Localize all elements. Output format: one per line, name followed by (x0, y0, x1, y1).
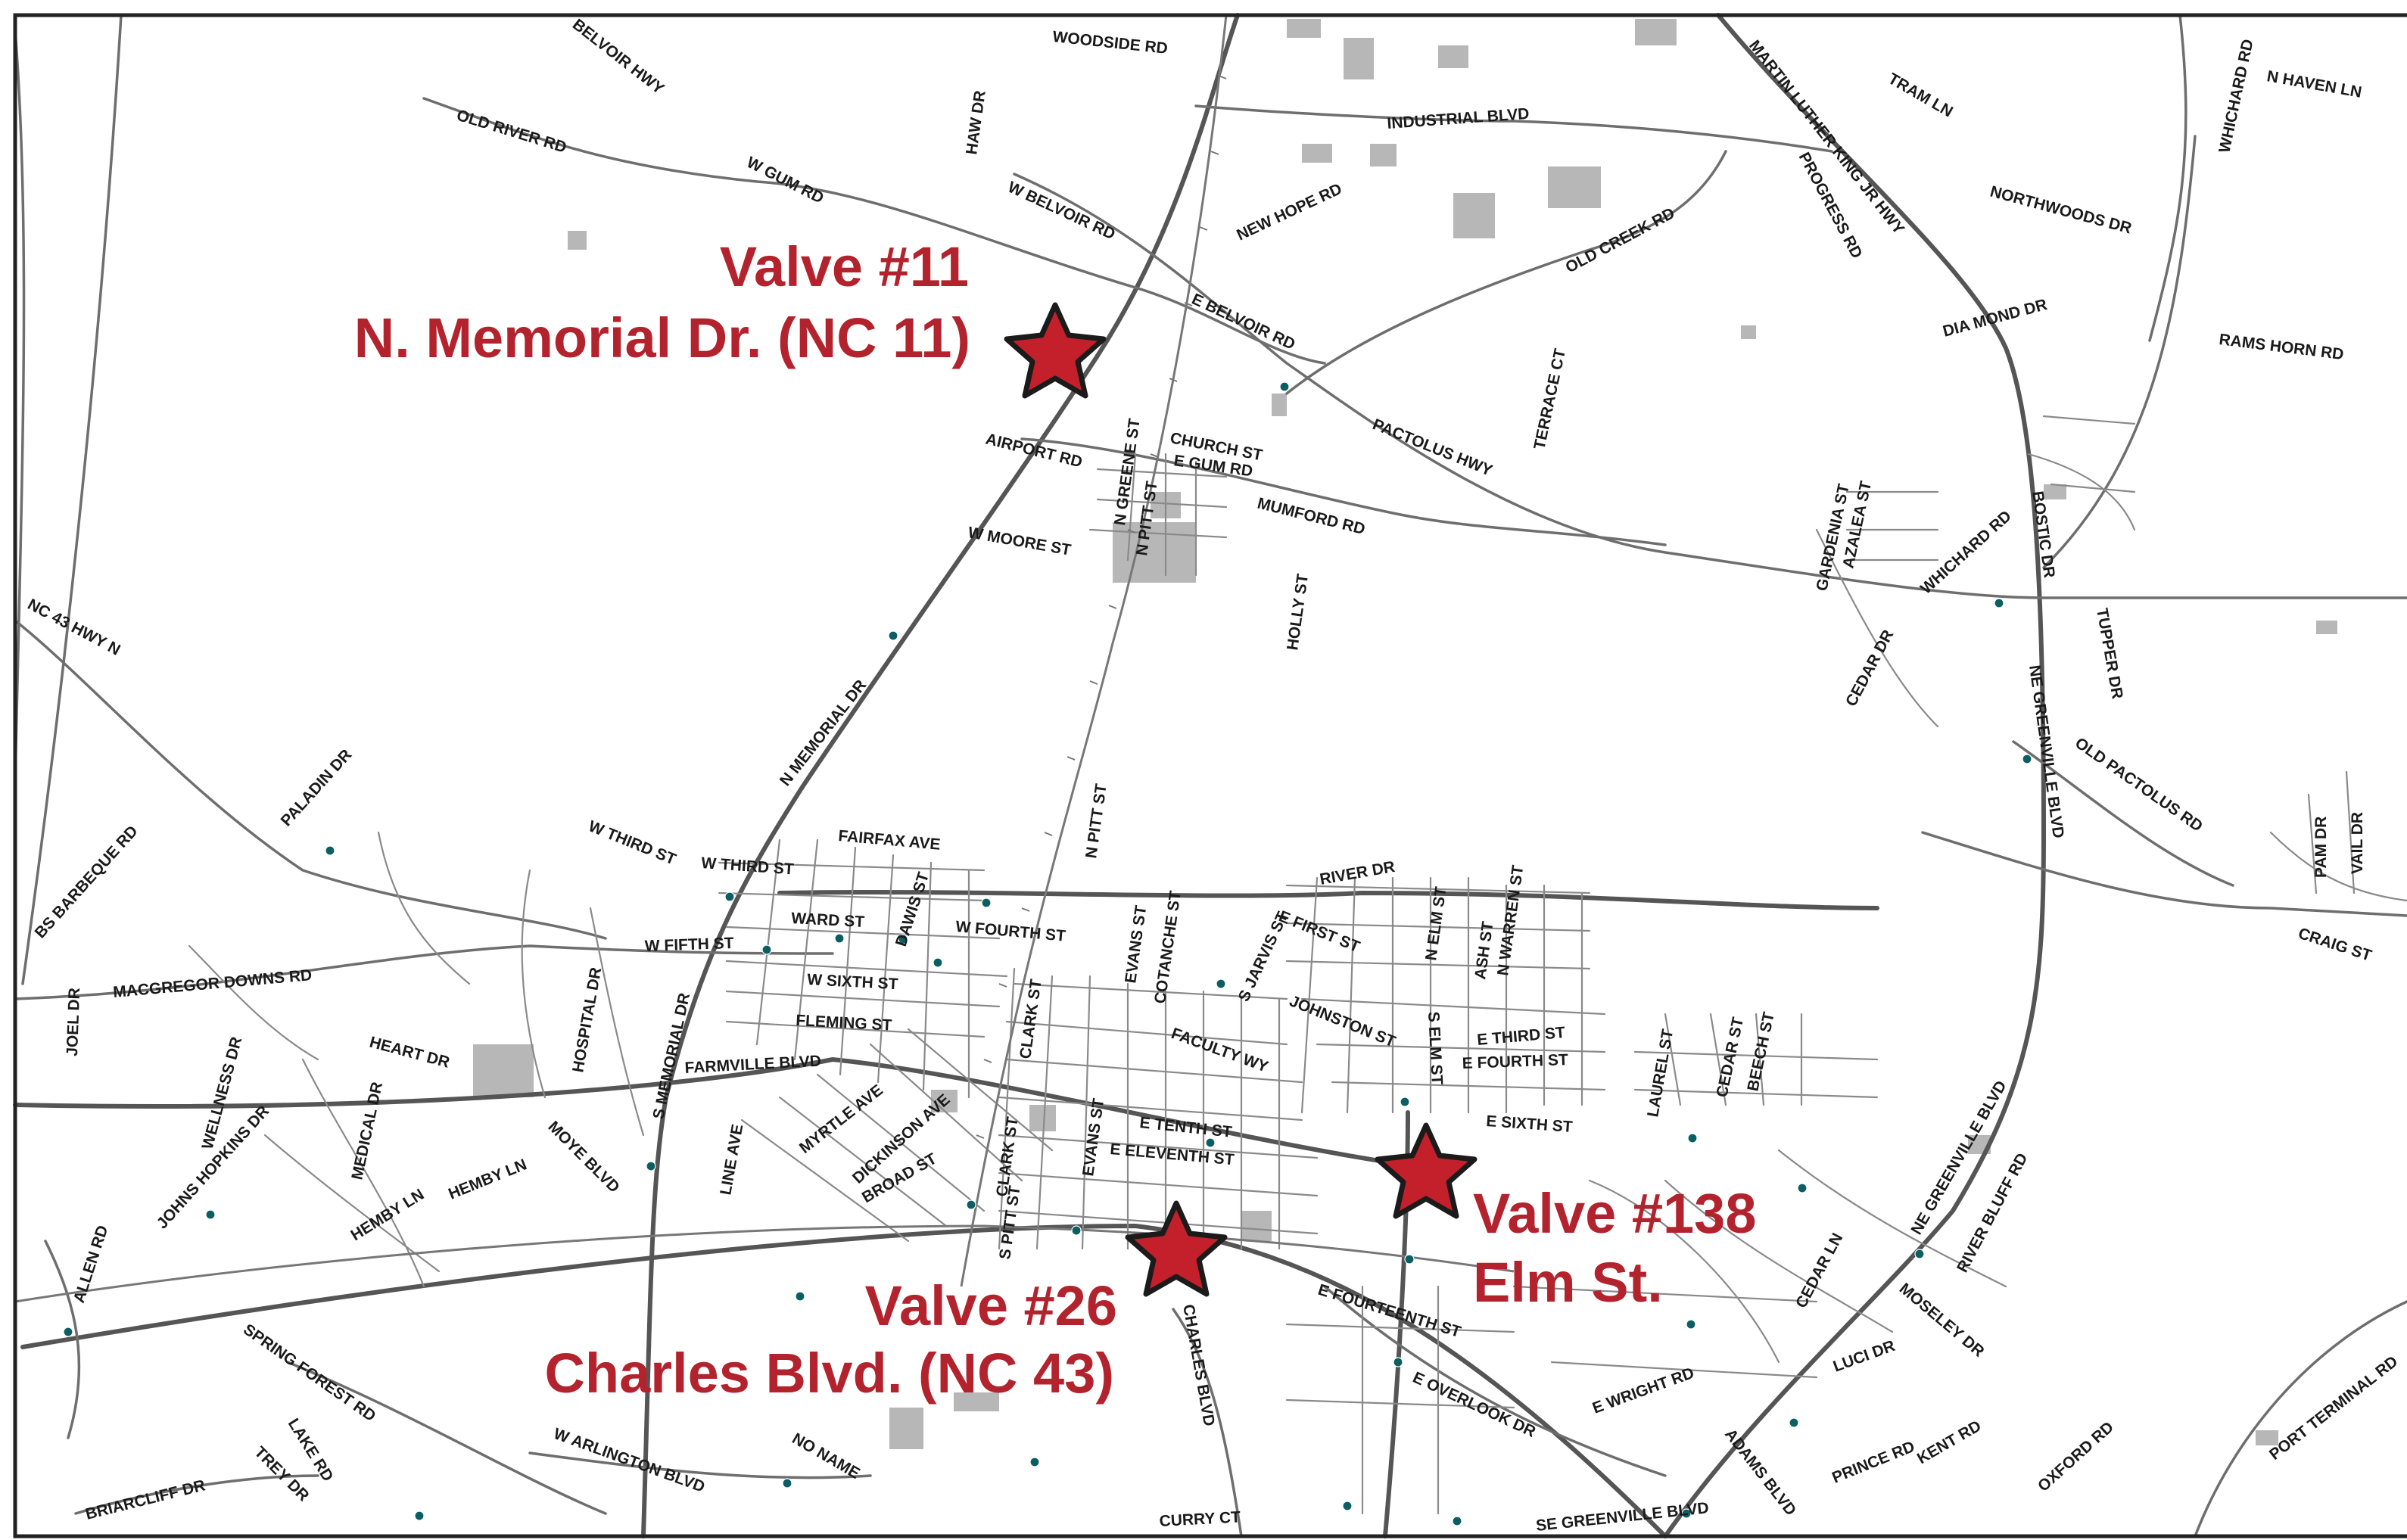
valve-138-title: Valve #138 (1473, 1182, 1756, 1245)
valve-callouts: Valve #11 N. Memorial Dr. (NC 11) Valve … (354, 235, 1757, 1405)
major-roads (13, 13, 2046, 1538)
secondary-roads (14, 14, 2407, 1538)
valve-11-star (1004, 302, 1107, 399)
valve-138-location: Elm St. (1473, 1251, 1663, 1314)
downtown-grid (188, 415, 2407, 1515)
valve-26-title: Valve #26 (865, 1274, 1117, 1337)
valve-nodes (63, 381, 2032, 1526)
street-label: W FIFTH ST (644, 935, 734, 955)
valve-location-markers (1004, 302, 1478, 1297)
street-label: PAM DR (2312, 817, 2330, 878)
building-footprints (473, 19, 2337, 1449)
street-label: VAIL DR (2349, 812, 2366, 874)
street-label: JOEL DR (64, 988, 83, 1056)
valve-11-title: Valve #11 (720, 235, 969, 298)
street-label: WARD ST (791, 910, 865, 931)
street-label: S ELM ST (1425, 1011, 1446, 1085)
map-border (13, 13, 2407, 1538)
valve-138-star (1375, 1122, 1478, 1219)
valve-26-star (1125, 1200, 1228, 1297)
valve-26-location: Charles Blvd. (NC 43) (544, 1342, 1114, 1405)
street-label: E FOURTH ST (1462, 1051, 1568, 1072)
railroad-lines (14, 14, 1515, 1303)
valve-11-location: N. Memorial Dr. (NC 11) (354, 306, 970, 369)
street-label: CURRY CT (1159, 1508, 1241, 1530)
